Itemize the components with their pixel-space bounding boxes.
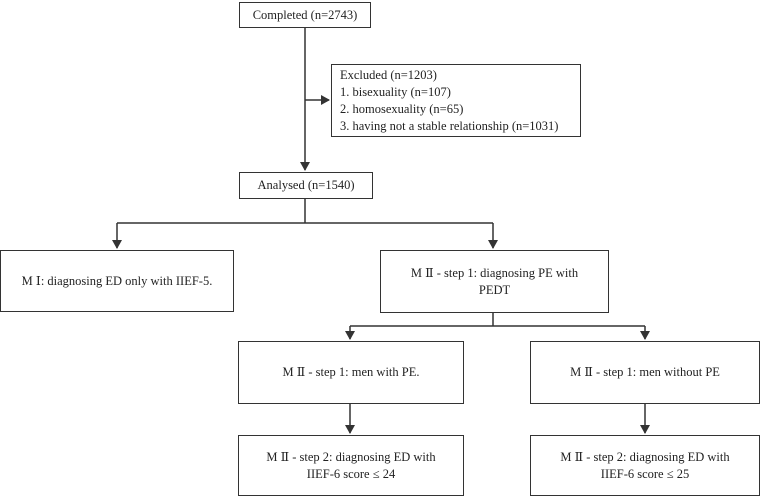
analysed-label: Analysed (n=1540) (257, 178, 355, 192)
with-pe-label: M Ⅱ - step 1: men with PE. (282, 365, 420, 379)
excluded-title: Excluded (n=1203) (340, 67, 437, 82)
with-pe-box: M Ⅱ - step 1: men with PE. (238, 341, 464, 404)
m1-label: M Ⅰ: diagnosing ED only with IIEF-5. (21, 273, 213, 288)
analysed-box: Analysed (n=1540) (239, 172, 373, 199)
completed-box: Completed (n=2743) (239, 2, 371, 28)
excluded-item: 3. having not a stable relationship (n=1… (340, 118, 559, 133)
without-pe-box: M Ⅱ - step 1: men without PE (530, 341, 760, 404)
m2-step1-box: M Ⅱ - step 1: diagnosing PE with PEDT (380, 250, 609, 313)
step2-right-box: M Ⅱ - step 2: diagnosing ED with IIEF-6 … (530, 435, 760, 496)
excluded-box: Excluded (n=1203) 1. bisexuality (n=107)… (331, 64, 581, 137)
step2-left-box: M Ⅱ - step 2: diagnosing ED with IIEF-6 … (238, 435, 464, 496)
excluded-item: 2. homosexuality (n=65) (340, 101, 464, 116)
step2-right-line2: IIEF-6 score ≤ 25 (600, 466, 690, 481)
m1-box: M Ⅰ: diagnosing ED only with IIEF-5. (0, 250, 234, 312)
step2-left-line2: IIEF-6 score ≤ 24 (306, 466, 396, 481)
step2-right-line1: M Ⅱ - step 2: diagnosing ED with (560, 449, 730, 464)
m2-step1-line1: M Ⅱ - step 1: diagnosing PE with (410, 265, 579, 280)
m2-step1-line2: PEDT (478, 282, 511, 297)
completed-label: Completed (n=2743) (252, 7, 358, 22)
without-pe-label: M Ⅱ - step 1: men without PE (570, 365, 720, 379)
step2-left-line1: M Ⅱ - step 2: diagnosing ED with (266, 449, 436, 464)
excluded-item: 1. bisexuality (n=107) (340, 84, 451, 99)
